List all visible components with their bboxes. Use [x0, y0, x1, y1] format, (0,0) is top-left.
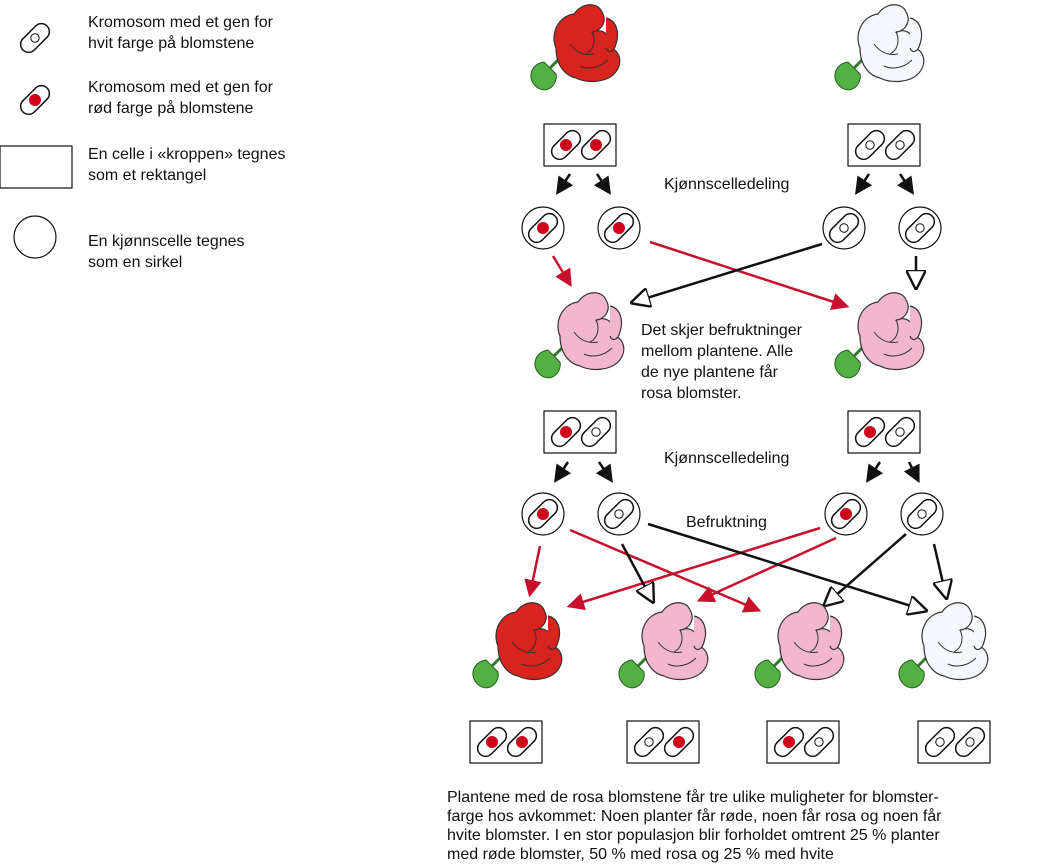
fertilization-label: Befruktning	[686, 514, 767, 531]
f2-pink-body-cell-2	[766, 720, 840, 764]
legend-red-chromosome-icon	[16, 81, 54, 119]
fertilization-arrows-f2	[524, 522, 946, 610]
sex-cell-red-2	[597, 206, 641, 250]
legend-sex-cell-text: En kjønnscelle tegnes som en sirkel	[88, 233, 245, 271]
legend-body-cell-icon	[0, 145, 73, 189]
f2-red-body-cell	[469, 720, 543, 764]
f1-sex-cell-red-right	[824, 492, 868, 536]
f1-sex-cell-red-left	[521, 492, 565, 536]
sex-cell-white-2	[898, 206, 942, 250]
f2-pink-body-cell-1	[626, 720, 700, 764]
f2-pink-flower-1	[617, 601, 710, 690]
legend-white-chromosome-text: Kromosom med et gen for hvit farge på bl…	[88, 14, 273, 52]
f1-sex-cell-white-left	[597, 492, 641, 536]
parent-red-flower	[529, 3, 622, 92]
f2-red-flower	[471, 601, 564, 690]
f1-left-body-cell	[543, 410, 617, 454]
meiosis-arrows-top	[556, 173, 914, 195]
parent-white-body-cell	[847, 123, 921, 167]
fertilization-between-label: Det skjer befruktninger mellom plantene.…	[641, 322, 802, 402]
sex-cell-red-1	[521, 206, 565, 250]
f2-pink-flower-2	[753, 601, 846, 690]
legend-white-chromosome-icon	[16, 19, 54, 57]
fertilization-arrows-top	[551, 240, 916, 310]
f1-sex-cell-white-right	[900, 492, 944, 536]
legend-body-cell-text: En celle i «kroppen» tegnes som et rekta…	[88, 146, 286, 184]
meiosis-label-f1: Kjønnscelledeling	[664, 450, 790, 467]
parent-red-body-cell	[543, 123, 617, 167]
meiosis-arrows-f1	[554, 461, 920, 484]
f1-right-body-cell	[847, 410, 921, 454]
meiosis-label-top: Kjønnscelledeling	[664, 176, 790, 193]
parent-white-flower	[833, 3, 926, 92]
f2-white-body-cell	[917, 720, 991, 764]
f1-pink-flower-left	[533, 291, 626, 380]
legend-red-chromosome-text: Kromosom med et gen for rød farge på blo…	[88, 79, 273, 117]
legend-sex-cell-icon	[13, 215, 57, 259]
f2-white-flower	[897, 601, 990, 690]
sex-cell-white-1	[822, 206, 866, 250]
f1-pink-flower-right	[833, 291, 926, 380]
caption: Plantene med de rosa blomstene får tre u…	[447, 789, 942, 863]
